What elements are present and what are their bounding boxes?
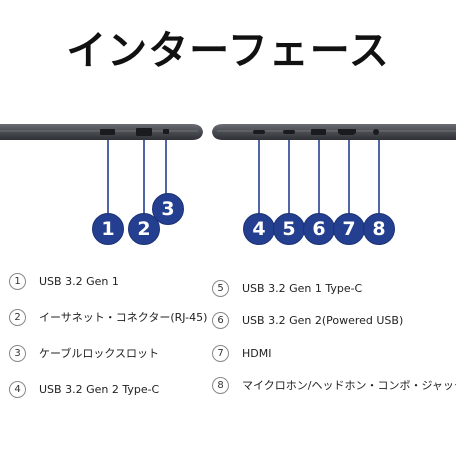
port-ethernet bbox=[136, 128, 152, 136]
port-usb-a-2 bbox=[311, 129, 326, 135]
legend-label: HDMI bbox=[242, 346, 272, 360]
port-usb-c-2 bbox=[283, 130, 295, 134]
legend-number: 2 bbox=[9, 308, 26, 326]
callout-1: 1 bbox=[92, 213, 124, 245]
legend-item-4: 4 USB 3.2 Gen 2 Type-C bbox=[9, 379, 159, 399]
legend-number: 8 bbox=[212, 376, 229, 394]
legend-item-6: 6 USB 3.2 Gen 2(Powered USB) bbox=[212, 310, 403, 330]
legend-label: USB 3.2 Gen 1 Type-C bbox=[242, 281, 363, 295]
laptop-left-side bbox=[0, 124, 203, 140]
port-audio-jack bbox=[373, 129, 379, 135]
port-lock-slot bbox=[163, 129, 169, 134]
legend-item-8: 8 マイクロホン/ヘッドホン・コンボ・ジャック bbox=[212, 375, 456, 395]
legend-label: USB 3.2 Gen 2 Type-C bbox=[39, 382, 160, 396]
callout-6: 6 bbox=[303, 213, 335, 245]
legend-item-2: 2 イーサネット・コネクター(RJ-45) bbox=[9, 307, 207, 327]
callout-5: 5 bbox=[273, 213, 305, 245]
callout-lines bbox=[107, 140, 380, 215]
page-title: インターフェース bbox=[66, 28, 390, 74]
legend-number: 6 bbox=[212, 311, 229, 329]
legend-label: イーサネット・コネクター(RJ-45) bbox=[39, 311, 208, 324]
legend-item-5: 5 USB 3.2 Gen 1 Type-C bbox=[212, 278, 362, 298]
callout-2: 2 bbox=[128, 213, 160, 245]
legend-number: 7 bbox=[212, 344, 229, 362]
legend-label: マイクロホン/ヘッドホン・コンボ・ジャック bbox=[242, 379, 456, 392]
callout-3: 3 bbox=[152, 193, 184, 225]
legend-number: 3 bbox=[9, 344, 26, 362]
legend-label: USB 3.2 Gen 1 bbox=[39, 274, 119, 288]
legend-item-1: 1 USB 3.2 Gen 1 bbox=[9, 271, 119, 291]
legend-number: 5 bbox=[212, 279, 229, 297]
laptop-right-side bbox=[212, 124, 456, 140]
port-usb-a-1 bbox=[100, 129, 115, 135]
legend-label: ケーブルロックスロット bbox=[39, 347, 160, 360]
legend-item-3: 3 ケーブルロックスロット bbox=[9, 343, 159, 363]
callout-8: 8 bbox=[363, 213, 395, 245]
port-usb-c-1 bbox=[253, 130, 265, 134]
legend-number: 4 bbox=[9, 380, 26, 398]
legend-item-7: 7 HDMI bbox=[212, 343, 271, 363]
callout-7: 7 bbox=[333, 213, 365, 245]
port-hdmi bbox=[338, 129, 356, 135]
legend-label: USB 3.2 Gen 2(Powered USB) bbox=[242, 313, 404, 327]
callout-4: 4 bbox=[243, 213, 275, 245]
legend-number: 1 bbox=[9, 272, 26, 290]
